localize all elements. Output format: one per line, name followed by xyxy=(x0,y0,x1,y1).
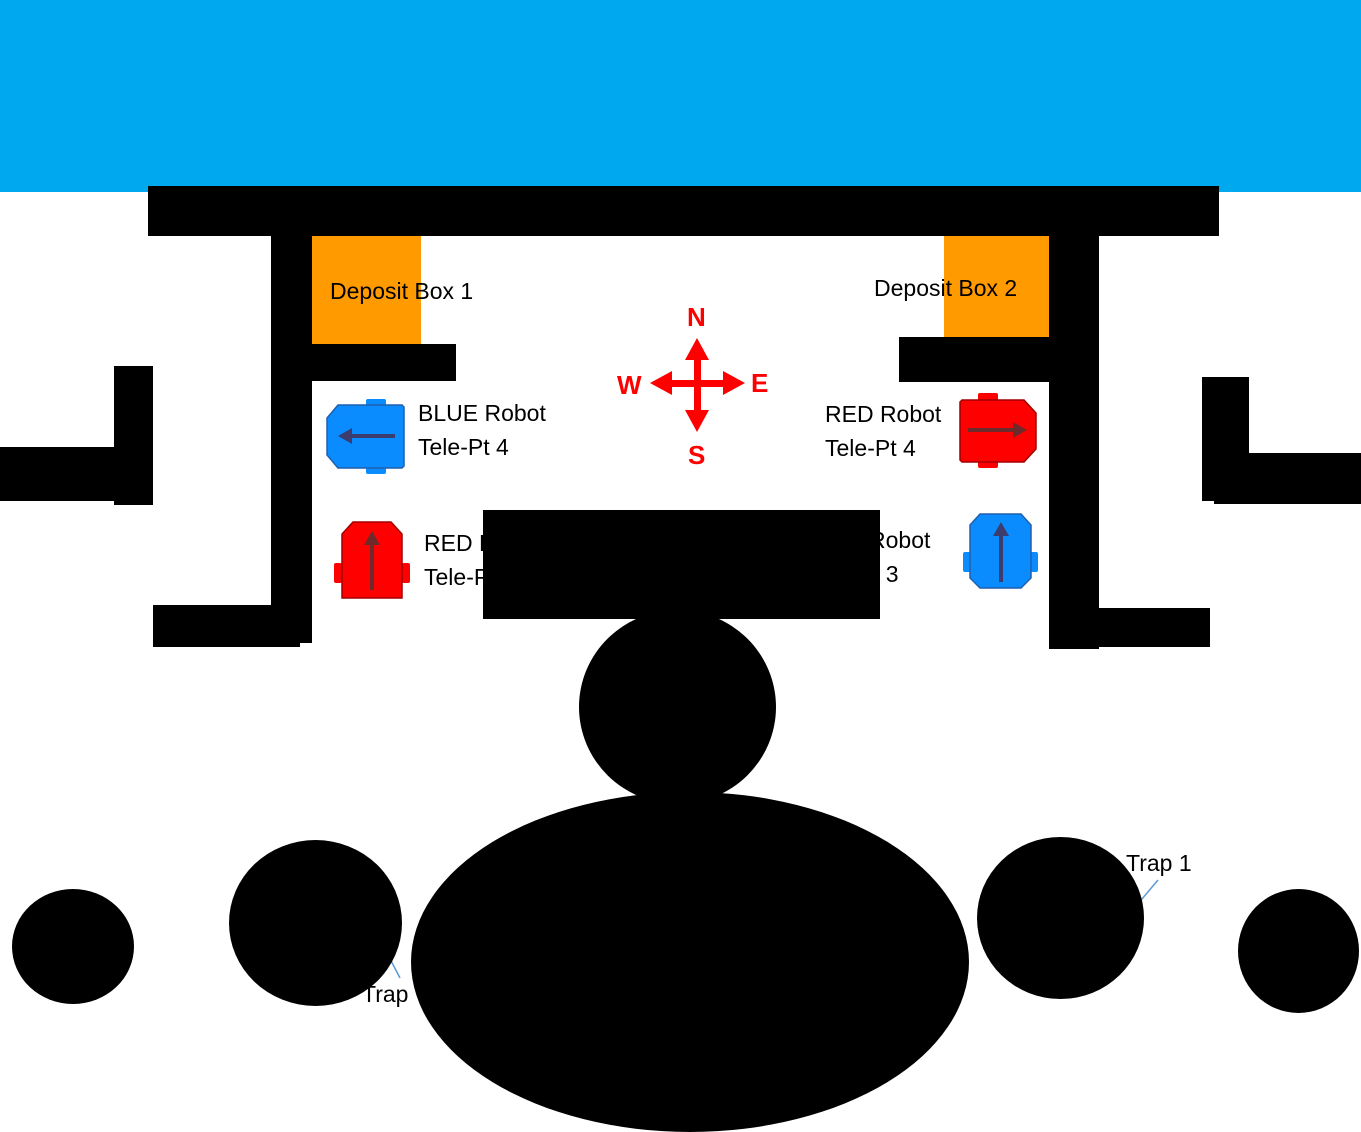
far-left-vertical-wall xyxy=(114,366,153,505)
deposit-box-1 xyxy=(312,236,421,344)
right-shelf-wall xyxy=(899,337,1049,382)
compass-east-label: E xyxy=(751,368,769,398)
blue-robot-north-icon xyxy=(963,513,1038,589)
robot-label-line2: Tele-P xyxy=(424,564,490,590)
red-robot-east-icon xyxy=(959,393,1037,468)
deposit-box-2-label: Deposit Box 2 xyxy=(874,275,1018,301)
deposit-box-2 xyxy=(944,236,1049,337)
compass-west-label: W xyxy=(617,370,642,400)
top-wall xyxy=(148,186,1219,236)
robot-label-line1: RED Robot xyxy=(825,401,942,427)
blue-robot-west-icon xyxy=(326,399,405,474)
far-left-circle xyxy=(12,889,134,1004)
robot-label-line1: BLUE Robot xyxy=(418,400,546,426)
right-trap-circle xyxy=(977,837,1144,999)
far-right-horizontal-wall xyxy=(1214,453,1361,504)
far-right-circle xyxy=(1238,889,1359,1013)
robot-label-red-tele-pt-4: RED Robot Tele-Pt 4 xyxy=(825,397,941,465)
center-head-circle xyxy=(579,610,776,804)
compass-arrows-icon xyxy=(650,338,745,432)
left-inner-wall xyxy=(271,236,312,643)
robot-label-line2: Tele-Pt 4 xyxy=(825,435,916,461)
deposit-box-1-label: Deposit Box 1 xyxy=(330,278,474,304)
right-bottom-wall xyxy=(1099,608,1210,647)
robot-label-blue-tele-pt-4: BLUE Robot Tele-Pt 4 xyxy=(418,396,546,464)
far-left-horizontal-wall xyxy=(0,447,114,501)
sky-band xyxy=(0,0,1361,192)
left-bottom-wall xyxy=(153,605,300,647)
field-drawing xyxy=(326,338,1159,979)
center-occluder-block xyxy=(483,510,880,619)
center-body-ellipse xyxy=(411,792,969,1132)
compass-north-label: N xyxy=(687,302,706,332)
red-robot-north-icon xyxy=(334,521,410,599)
left-trap-circle xyxy=(229,840,402,1006)
right-inner-wall xyxy=(1049,236,1099,649)
robot-label-line2: Tele-Pt 4 xyxy=(418,434,509,460)
trap-1-label: Trap 1 xyxy=(1126,850,1192,876)
trap-2-label: Trap xyxy=(362,981,409,1007)
left-shelf-wall xyxy=(312,344,456,381)
compass-south-label: S xyxy=(688,440,706,470)
